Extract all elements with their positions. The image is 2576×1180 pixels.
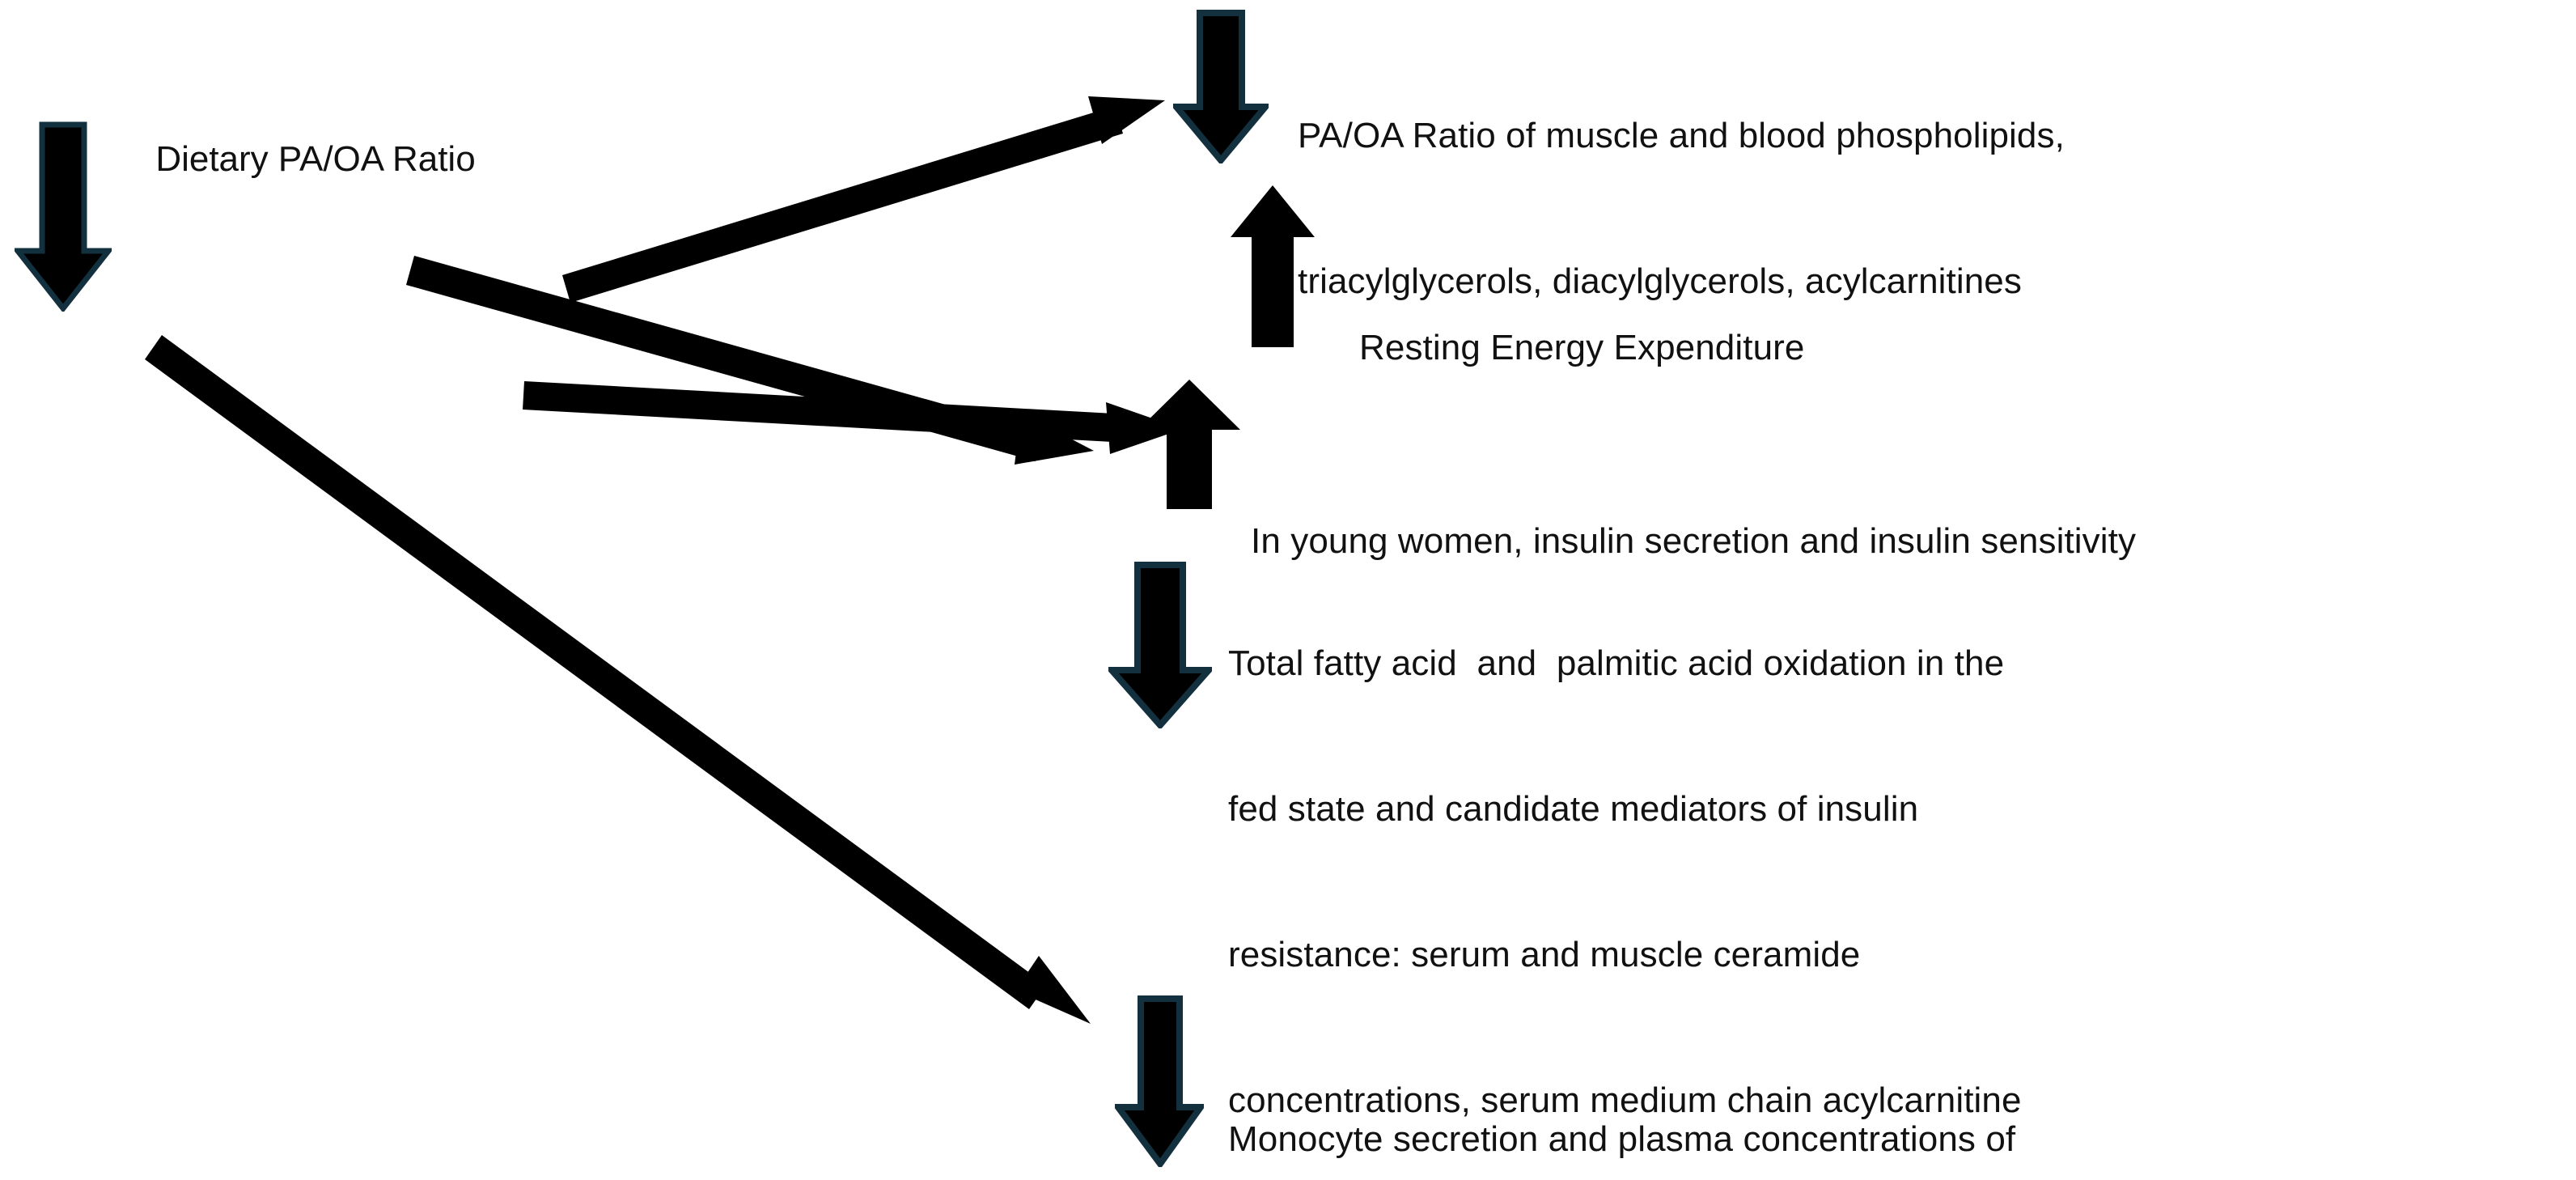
- outcome-label-line: resistance: serum and muscle ceramide: [1228, 935, 1861, 974]
- outcome-label-line: fed state and candidate mediators of ins…: [1228, 789, 1919, 829]
- connector-to-monocyte: [145, 335, 1091, 1024]
- source-label: Dietary PA/OA Ratio: [121, 136, 510, 183]
- outcome-label-line: In young women, insulin secretion and in…: [1251, 521, 2137, 561]
- outcome-label-fao: Total fatty acid and palmitic acid oxida…: [1228, 542, 2434, 1180]
- connector-to-lipids: [562, 96, 1165, 303]
- source-label-line-1: Dietary PA/OA: [155, 139, 383, 179]
- outcome-label-ree: Resting Energy Expenditure: [1359, 227, 2411, 469]
- outcome-label-line: Resting Energy Expenditure: [1359, 328, 1805, 367]
- outcome-label-line: Total fatty acid and palmitic acid oxida…: [1228, 643, 2005, 683]
- outcome-label-insulin: In young women, insulin secretion and in…: [1251, 420, 2576, 663]
- outcome-up-arrow-icon-ree: [1228, 183, 1317, 350]
- connector-to-insulin: [406, 256, 1094, 465]
- outcome-label-line: concentrations, serum medium chain acylc…: [1228, 1080, 2022, 1120]
- outcome-label-line: Monocyte secretion and plasma concentrat…: [1228, 1119, 2016, 1159]
- outcome-label-line: PA/OA Ratio of muscle and blood phosphol…: [1298, 116, 2065, 155]
- outcome-label-monocyte: Monocyte secretion and plasma concentrat…: [1228, 1018, 2474, 1180]
- outcome-label-line: triacylglycerols, diacylglycerols, acylc…: [1298, 261, 2022, 301]
- outcome-down-arrow-icon-lipids: [1173, 10, 1269, 163]
- outcome-down-arrow-icon-monocyte: [1115, 995, 1204, 1167]
- connector-to-ree: [523, 381, 1183, 454]
- outcome-up-arrow-icon-insulin: [1136, 377, 1243, 511]
- outcome-down-arrow-icon-fao: [1108, 562, 1212, 728]
- source-label-line-2: Ratio: [392, 139, 476, 179]
- outcome-label-lipids: PA/OA Ratio of muscle and blood phosphol…: [1298, 15, 2511, 403]
- source-down-arrow-icon: [15, 121, 112, 312]
